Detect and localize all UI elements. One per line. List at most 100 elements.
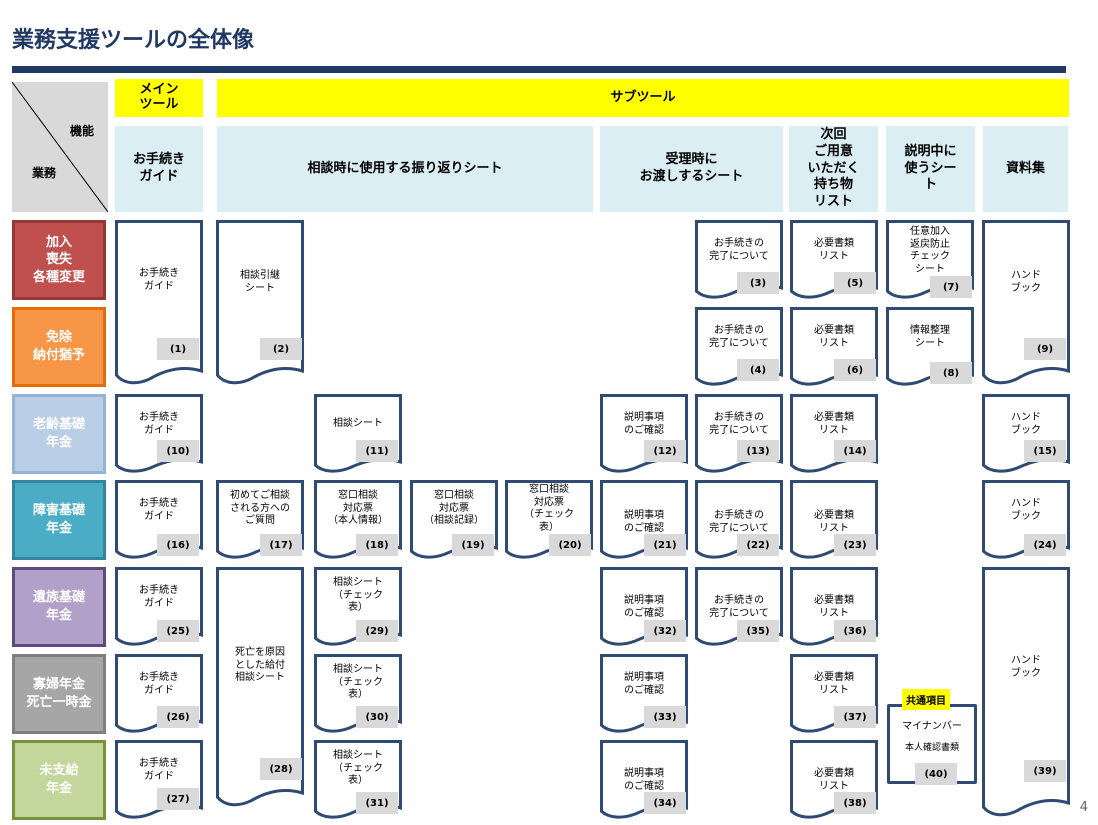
document-shape: 死亡を原因 とした給付 相談シート(28) bbox=[216, 567, 304, 807]
document-shape: 必要書類 リスト (6) bbox=[790, 307, 878, 386]
document-shape: お手続き ガイド(25) bbox=[115, 567, 203, 646]
document-number: (17) bbox=[260, 534, 302, 556]
column-header-explain: 説明中に 使うシー ト bbox=[886, 126, 975, 212]
document-number: (12) bbox=[644, 440, 686, 462]
row-label: 未支給 年金 bbox=[12, 740, 106, 820]
document-label: お手続き ガイド bbox=[139, 268, 179, 292]
document-label: ハンド ブック bbox=[1011, 270, 1041, 294]
document-shape: 窓口相談 対応票 （本人情報）(18) bbox=[314, 480, 402, 559]
document-number: (5) bbox=[834, 272, 876, 294]
document-number: (9) bbox=[1024, 338, 1066, 360]
main-tool-header: メイン ツール bbox=[115, 79, 203, 117]
document-label: 窓口相談 対応票 （チェック 表） bbox=[524, 484, 574, 533]
document-number: (36) bbox=[834, 620, 876, 642]
document-label: 説明事項 のご確認 bbox=[624, 672, 664, 696]
document-shape: お手続き ガイド(27) bbox=[115, 740, 203, 819]
common-item-mynumber: マイナンバー bbox=[902, 721, 962, 732]
document-outline-path bbox=[216, 567, 304, 807]
document-label: お手続き ガイド bbox=[139, 585, 179, 609]
document-shape: お手続きの 完了について(35) bbox=[695, 567, 783, 646]
row-label: 遺族基礎 年金 bbox=[12, 567, 106, 647]
document-label: 相談シート （チェック 表） bbox=[333, 664, 383, 700]
document-shape: ハンド ブック (24) bbox=[982, 480, 1070, 559]
document-number: (38) bbox=[834, 792, 876, 814]
document-shape: 相談引継 シート(2) bbox=[216, 220, 304, 385]
document-outline bbox=[982, 567, 1070, 817]
document-shape: 相談シート （チェック 表） (31) bbox=[314, 740, 402, 819]
document-shape: 必要書類 リスト(38) bbox=[790, 740, 878, 819]
document-number: (4) bbox=[737, 359, 779, 381]
document-shape: お手続きの 完了について (13) bbox=[695, 394, 783, 473]
document-shape: 窓口相談 対応票 （相談記録）(19) bbox=[410, 480, 498, 559]
document-number: (22) bbox=[737, 534, 779, 556]
document-label: ハンド ブック bbox=[1011, 655, 1041, 679]
document-number: (21) bbox=[644, 534, 686, 556]
document-shape: 説明事項 のご確認 (33) bbox=[600, 654, 688, 733]
document-number: (30) bbox=[356, 706, 398, 728]
document-outline bbox=[216, 567, 304, 807]
document-label: お手続き ガイド bbox=[139, 412, 179, 436]
column-header-guide: お手続き ガイド bbox=[115, 126, 203, 212]
document-number: (33) bbox=[644, 706, 686, 728]
document-label: 初めてご相談 される方への ご質問 bbox=[230, 490, 290, 526]
document-label: お手続きの 完了について bbox=[709, 325, 769, 349]
document-shape: 必要書類 リスト(37) bbox=[790, 654, 878, 733]
document-shape: お手続きの 完了について (4) bbox=[695, 307, 783, 386]
corner-header: 機能 業務 bbox=[12, 82, 108, 212]
document-label: 必要書類 リスト bbox=[814, 238, 854, 262]
document-label: 説明事項 のご確認 bbox=[624, 510, 664, 534]
document-number: (13) bbox=[737, 440, 779, 462]
document-number: (20) bbox=[549, 534, 591, 556]
document-label: お手続きの 完了について bbox=[709, 412, 769, 436]
document-number: (6) bbox=[834, 359, 876, 381]
document-label: 任意加入 返戻防止 チェック シート bbox=[910, 226, 950, 275]
document-number: (23) bbox=[834, 534, 876, 556]
title-rule bbox=[12, 66, 1066, 73]
document-shape: 必要書類 リスト(36) bbox=[790, 567, 878, 646]
document-shape: お手続き ガイド (10) bbox=[115, 394, 203, 473]
document-number: (14) bbox=[834, 440, 876, 462]
document-label: お手続きの 完了について bbox=[709, 510, 769, 534]
common-item-id-docs: 本人確認書類 bbox=[904, 743, 959, 753]
document-shape: ハンド ブック(39) bbox=[982, 567, 1070, 817]
row-label: 免除 納付猶予 bbox=[12, 307, 106, 387]
document-number: (26) bbox=[157, 706, 199, 728]
row-label: 老齢基礎 年金 bbox=[12, 394, 106, 474]
document-number: (32) bbox=[644, 620, 686, 642]
document-label: 相談引継 シート bbox=[240, 270, 280, 294]
row-label: 寡婦年金 死亡一時金 bbox=[12, 654, 106, 734]
document-label: お手続きの 完了について bbox=[709, 595, 769, 619]
document-shape: お手続き ガイド(26) bbox=[115, 654, 203, 733]
document-outline-path bbox=[982, 567, 1070, 817]
document-label: 必要書類 リスト bbox=[814, 412, 854, 436]
document-number: (34) bbox=[644, 792, 686, 814]
document-number: (24) bbox=[1024, 534, 1066, 556]
document-number: (16) bbox=[157, 534, 199, 556]
document-label: お手続きの 完了について bbox=[709, 238, 769, 262]
document-shape: 必要書類 リスト(23) bbox=[790, 480, 878, 559]
column-header-handover: 受理時に お渡しするシート bbox=[600, 126, 783, 212]
document-number: (3) bbox=[737, 272, 779, 294]
common-item-tag: 共通項目 bbox=[902, 689, 950, 710]
document-shape: 必要書類 リスト (5) bbox=[790, 220, 878, 299]
document-label: ハンド ブック bbox=[1011, 498, 1041, 522]
document-shape: 任意加入 返戻防止 チェック シート(7) bbox=[886, 220, 974, 299]
document-shape: 窓口相談 対応票 （チェック 表）(20) bbox=[505, 480, 593, 559]
document-label: 必要書類 リスト bbox=[814, 325, 854, 349]
document-label: 説明事項 のご確認 bbox=[624, 412, 664, 436]
document-label: 相談シート （チェック 表） bbox=[333, 577, 383, 613]
document-label: 必要書類 リスト bbox=[814, 672, 854, 696]
page-number: 4 bbox=[1079, 800, 1088, 815]
document-label: 相談シート （チェック 表） bbox=[333, 750, 383, 786]
document-label: 情報整理 シート bbox=[910, 325, 950, 349]
page-title: 業務支援ツールの全体像 bbox=[12, 28, 255, 53]
column-header-materials: 資料集 bbox=[983, 126, 1068, 212]
document-label: 説明事項 のご確認 bbox=[624, 768, 664, 792]
document-number: (11) bbox=[356, 440, 398, 462]
document-number: (10) bbox=[157, 440, 199, 462]
document-number: (15) bbox=[1024, 440, 1066, 462]
document-number: (8) bbox=[930, 362, 972, 384]
document-outline bbox=[216, 220, 304, 385]
document-number: (18) bbox=[356, 534, 398, 556]
document-number: (31) bbox=[356, 792, 398, 814]
